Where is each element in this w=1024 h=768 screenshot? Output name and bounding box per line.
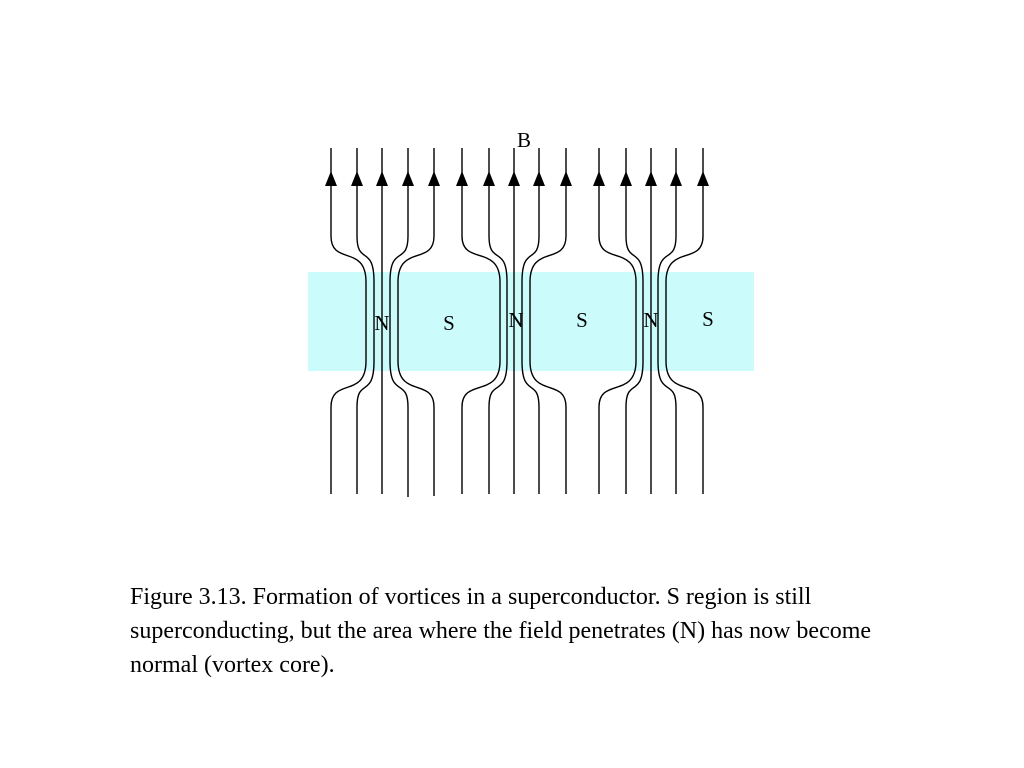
- field-arrow-up-icon: [670, 171, 682, 186]
- field-label-b: B: [517, 128, 531, 152]
- field-line: [488, 148, 508, 494]
- region-label-n-2: N: [508, 308, 523, 332]
- field-arrow-up-icon: [376, 171, 388, 186]
- field-line: [330, 148, 367, 494]
- field-line: [625, 148, 644, 494]
- field-arrow-up-icon: [508, 171, 520, 186]
- region-label-n-3: N: [643, 308, 658, 332]
- field-arrow-up-icon: [645, 171, 657, 186]
- field-line: [389, 148, 409, 497]
- field-arrow-up-icon: [697, 171, 709, 186]
- region-label-s-1: S: [443, 311, 455, 335]
- field-arrow-up-icon: [593, 171, 605, 186]
- field-arrow-up-icon: [483, 171, 495, 186]
- field-arrow-up-icon: [456, 171, 468, 186]
- field-line: [529, 148, 567, 494]
- region-label-n-1: N: [374, 311, 389, 335]
- field-line: [665, 148, 704, 494]
- region-label-s-3: S: [702, 307, 714, 331]
- field-line: [461, 148, 501, 494]
- field-arrow-up-icon: [402, 171, 414, 186]
- field-line: [356, 148, 375, 494]
- field-arrow-up-icon: [560, 171, 572, 186]
- field-arrow-up-icon: [325, 171, 337, 186]
- field-arrow-up-icon: [428, 171, 440, 186]
- field-line: [521, 148, 540, 494]
- field-line: [397, 148, 435, 496]
- vortex-formation-diagram: B N S N S N S: [308, 128, 754, 497]
- magnetic-field-lines: [325, 148, 709, 497]
- field-arrow-up-icon: [620, 171, 632, 186]
- field-line: [657, 148, 677, 494]
- field-arrow-up-icon: [351, 171, 363, 186]
- field-arrow-up-icon: [533, 171, 545, 186]
- field-line: [598, 148, 637, 494]
- region-label-s-2: S: [576, 308, 588, 332]
- figure-caption: Figure 3.13. Formation of vortices in a …: [130, 584, 872, 678]
